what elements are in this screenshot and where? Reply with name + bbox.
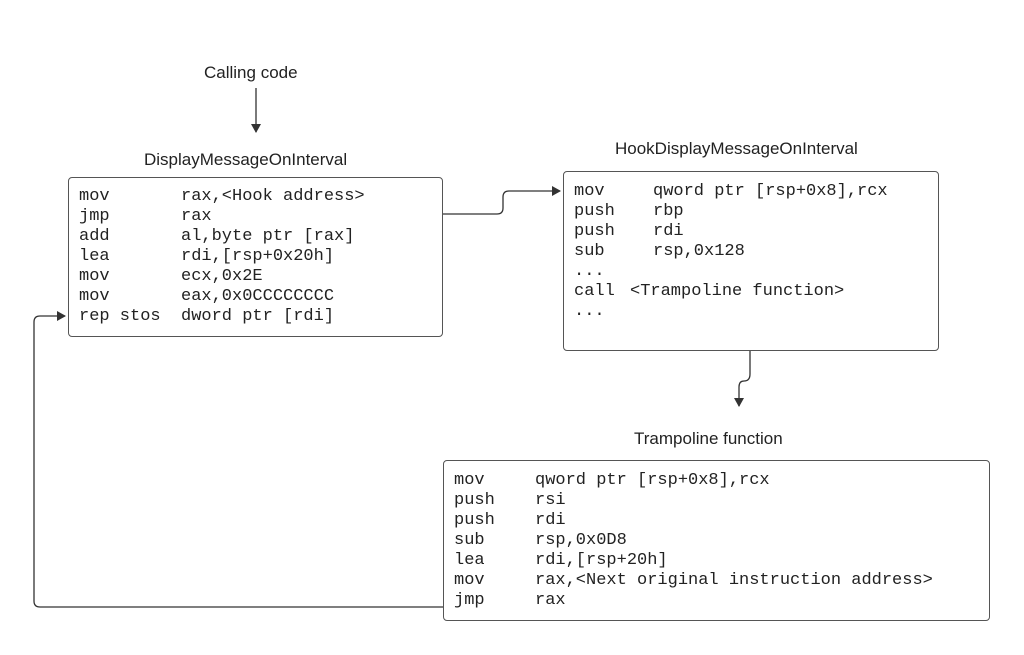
code-op: call bbox=[574, 282, 615, 301]
arrow-trampoline-to-display bbox=[33, 311, 443, 608]
arrow-display-to-hook bbox=[443, 186, 561, 215]
code-op: add bbox=[79, 227, 110, 246]
code-args: rdi,[rsp+20h] bbox=[535, 551, 668, 570]
code-op: mov bbox=[454, 571, 485, 590]
code-op: sub bbox=[454, 531, 485, 550]
display-code-block: mov rax,<Hook address> jmp rax add al,by… bbox=[68, 177, 443, 337]
code-op: jmp bbox=[79, 207, 110, 226]
code-op: push bbox=[454, 511, 495, 530]
code-args: rsp,0x128 bbox=[653, 242, 745, 261]
code-args: al,byte ptr [rax] bbox=[181, 227, 355, 246]
calling-code-label: Calling code bbox=[204, 63, 298, 82]
code-op: mov bbox=[79, 187, 110, 206]
code-op: lea bbox=[79, 247, 110, 266]
code-op: ... bbox=[574, 302, 605, 321]
trampoline-code-block: mov qword ptr [rsp+0x8],rcx push rsi pus… bbox=[443, 460, 990, 621]
code-args: rsp,0x0D8 bbox=[535, 531, 627, 550]
code-args: rdi bbox=[535, 511, 566, 530]
hook-block-title: HookDisplayMessageOnInterval bbox=[615, 139, 858, 158]
code-args: rax,<Hook address> bbox=[181, 187, 365, 206]
code-args: dword ptr [rdi] bbox=[181, 307, 335, 326]
arrow-hook-to-trampoline bbox=[734, 351, 751, 407]
code-args: <Trampoline function> bbox=[630, 282, 845, 301]
code-op: mov bbox=[79, 267, 110, 286]
code-args: rdi,[rsp+0x20h] bbox=[181, 247, 335, 266]
code-args: qword ptr [rsp+0x8],rcx bbox=[653, 182, 888, 201]
code-args: rbp bbox=[653, 202, 684, 221]
code-op: sub bbox=[574, 242, 605, 261]
code-op: mov bbox=[454, 471, 485, 490]
code-args: rax,<Next original instruction address> bbox=[535, 571, 933, 590]
code-op: mov bbox=[574, 182, 605, 201]
code-args: rax bbox=[535, 591, 566, 610]
code-op: push bbox=[574, 202, 615, 221]
trampoline-block-title: Trampoline function bbox=[634, 429, 783, 448]
display-block-title: DisplayMessageOnInterval bbox=[144, 150, 348, 169]
code-op: mov bbox=[79, 287, 110, 306]
code-args: rax bbox=[181, 207, 212, 226]
code-args: rdi bbox=[653, 222, 684, 241]
code-op: jmp bbox=[454, 591, 485, 610]
code-op: push bbox=[574, 222, 615, 241]
code-op: push bbox=[454, 491, 495, 510]
code-op: rep stos bbox=[79, 307, 161, 326]
code-args: qword ptr [rsp+0x8],rcx bbox=[535, 471, 770, 490]
code-args: rsi bbox=[535, 491, 566, 510]
code-args: eax,0x0CCCCCCCC bbox=[181, 287, 335, 306]
code-args: ecx,0x2E bbox=[181, 267, 263, 286]
code-op: ... bbox=[574, 262, 605, 281]
code-op: lea bbox=[454, 551, 485, 570]
hook-code-block: mov qword ptr [rsp+0x8],rcx push rbp pus… bbox=[563, 171, 939, 351]
